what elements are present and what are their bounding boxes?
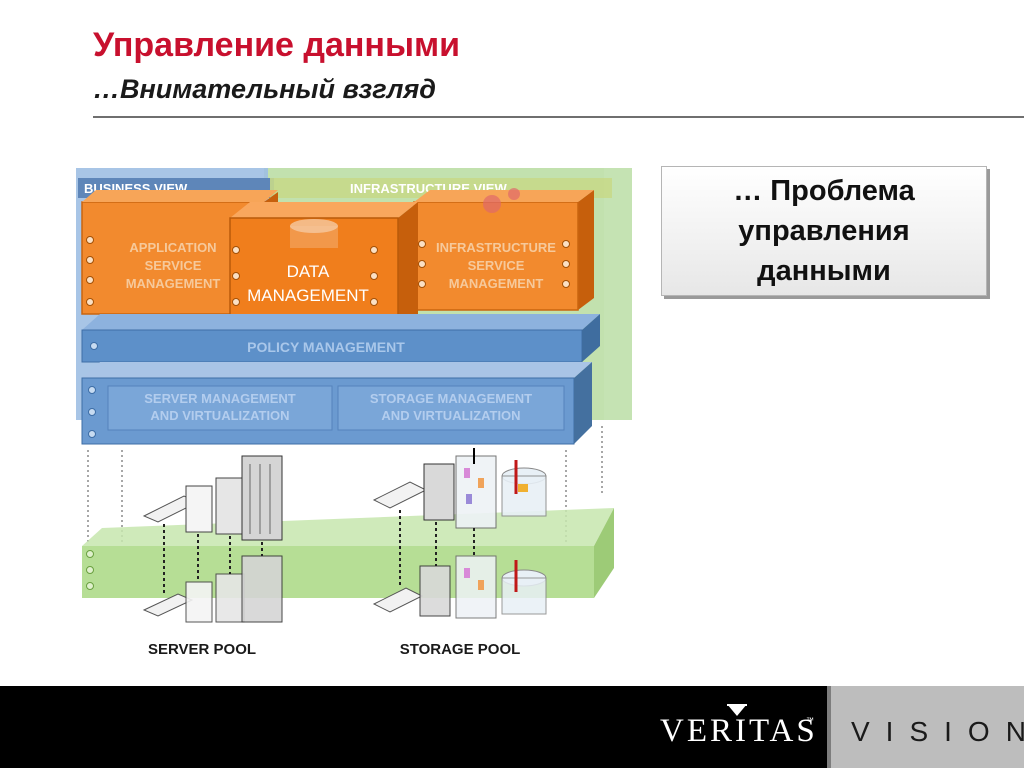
infra-service-label-1: INFRASTRUCTURE	[436, 240, 556, 255]
policy-layer-side	[582, 314, 600, 362]
storage-management-label-1: STORAGE MANAGEMENT	[370, 391, 532, 406]
footer-separator	[827, 686, 831, 768]
veritas-logo-icon	[727, 704, 747, 716]
data-management-diagram: BUSINESS VIEW INFRASTRUCTURE VIEW APPLIC…	[74, 164, 644, 664]
mgmt-bolts	[88, 386, 96, 438]
data-box-side	[398, 202, 418, 332]
storage-pool-label: STORAGE POOL	[400, 641, 521, 658]
mgmt-layer-top	[82, 362, 592, 378]
title-divider	[93, 116, 1024, 118]
policy-bolt	[90, 342, 98, 350]
slide-title: Управление данными	[93, 26, 461, 64]
policy-layer-top	[82, 314, 600, 330]
app-service-label-1: APPLICATION	[129, 240, 216, 255]
infra-service-label-3: MANAGEMENT	[449, 276, 544, 291]
infra-box-side	[578, 190, 594, 310]
slide-subtitle: …Внимательный взгляд	[93, 74, 436, 104]
app-box-top	[82, 190, 278, 202]
infra-molecule-icon	[483, 195, 501, 213]
data-box-top	[230, 202, 418, 218]
architecture-svg: BUSINESS VIEW INFRASTRUCTURE VIEW APPLIC…	[76, 168, 632, 658]
pool-layer-side	[594, 508, 614, 598]
storage-hardware	[372, 448, 547, 619]
footer-vision-panel	[831, 686, 1024, 768]
veritas-brand: VERITAS	[660, 713, 818, 749]
policy-management-label: POLICY MANAGEMENT	[247, 339, 405, 355]
data-management-label-1: DATA	[287, 262, 330, 281]
infra-molecule-icon-2	[508, 188, 520, 200]
database-icon	[290, 219, 338, 233]
database-icon-body	[290, 226, 338, 248]
callout-text: … Проблема управления данными	[733, 175, 915, 287]
trademark-mark: ™	[806, 716, 814, 725]
pool-bolts	[86, 550, 94, 590]
infra-box-top	[414, 190, 594, 202]
app-service-label-2: SERVICE	[145, 258, 202, 273]
infra-service-label-2: SERVICE	[468, 258, 525, 273]
storage-management-label-2: AND VIRTUALIZATION	[381, 408, 520, 423]
data-management-label-2: MANAGEMENT	[247, 286, 369, 305]
infrastructure-view-edge	[604, 168, 632, 420]
policy-management-layer	[81, 329, 583, 363]
app-service-label-3: MANAGEMENT	[126, 276, 221, 291]
storage-management-box	[337, 385, 565, 431]
infra-service-box	[413, 201, 579, 311]
server-management-label-2: AND VIRTUALIZATION	[150, 408, 289, 423]
vision-wordmark: VISION	[851, 716, 1024, 747]
server-hardware	[142, 455, 283, 623]
data-management-problem-callout: … Проблема управления данными	[661, 166, 987, 296]
dashed-connectors	[87, 426, 603, 544]
server-management-box	[107, 385, 333, 431]
server-pool-label: SERVER POOL	[148, 641, 256, 658]
mgmt-layer-side	[574, 362, 592, 444]
server-management-label-1: SERVER MANAGEMENT	[144, 391, 296, 406]
